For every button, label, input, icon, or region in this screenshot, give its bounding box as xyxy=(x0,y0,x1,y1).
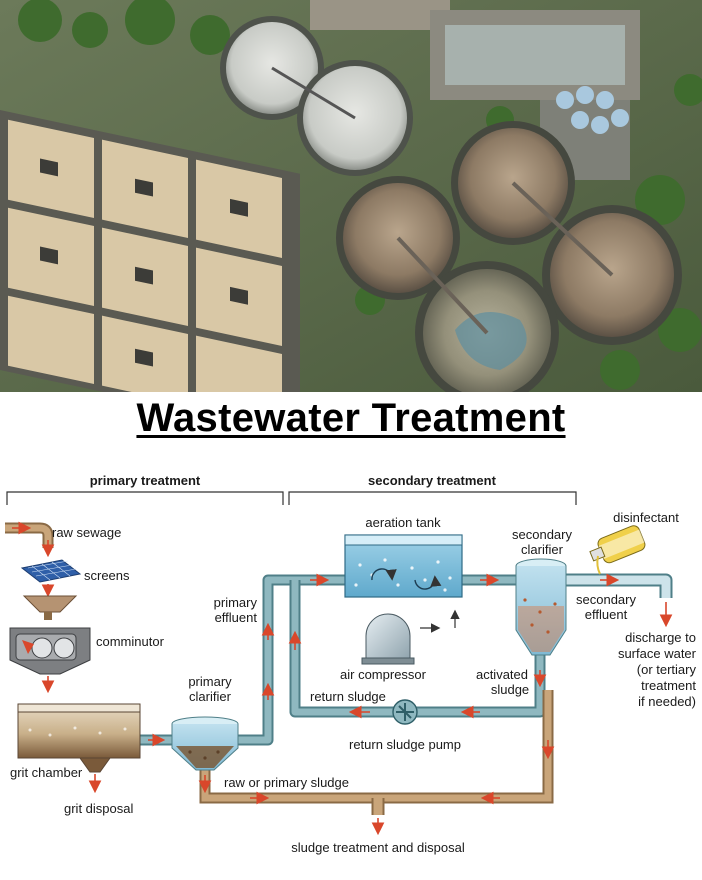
discharge-label-4: treatment xyxy=(641,678,696,693)
screens-label: screens xyxy=(84,568,130,583)
discharge-label-3: (or tertiary xyxy=(637,662,697,677)
page-title: Wastewater Treatment xyxy=(136,396,566,440)
discharge-label-1: discharge to xyxy=(625,630,696,645)
discharge-label-2: surface water xyxy=(618,646,697,661)
aeration-tank-label: aeration tank xyxy=(365,515,441,530)
secondary-effluent-label-1: secondary xyxy=(576,592,636,607)
air-compressor-unit xyxy=(361,609,460,665)
activated-sludge-label-2: sludge xyxy=(491,682,529,697)
grit-chamber-unit xyxy=(17,703,141,794)
secondary-clarifier-label-2: clarifier xyxy=(521,542,564,557)
primary-clarifier-label-1: primary xyxy=(188,674,232,689)
air-compressor-label: air compressor xyxy=(340,667,427,682)
disinfectant-bottle-icon xyxy=(589,525,646,575)
flow-arrows xyxy=(148,573,620,805)
disinfectant-label: disinfectant xyxy=(613,510,679,525)
treatment-process-diagram: primary treatment secondary treatment xyxy=(5,473,697,855)
raw-sewage-inlet xyxy=(5,521,55,558)
comminutor-unit xyxy=(9,627,91,694)
secondary-treatment-bracket xyxy=(288,491,577,505)
grit-disposal-label: grit disposal xyxy=(64,801,133,816)
primary-clarifier-unit xyxy=(171,716,239,771)
grit-chamber-label: grit chamber xyxy=(10,765,83,780)
primary-effluent-label-2: effluent xyxy=(215,610,258,625)
activated-sludge-label-1: activated xyxy=(476,667,528,682)
primary-treatment-header: primary treatment xyxy=(90,473,201,488)
raw-sewage-label: raw sewage xyxy=(52,525,121,540)
primary-effluent-label-1: primary xyxy=(214,595,258,610)
secondary-effluent-label-2: effluent xyxy=(585,607,628,622)
screens-unit xyxy=(20,559,82,620)
primary-clarifier-label-2: clarifier xyxy=(189,689,232,704)
comminutor-label: comminutor xyxy=(96,634,165,649)
secondary-clarifier-unit xyxy=(515,558,567,656)
secondary-treatment-header: secondary treatment xyxy=(368,473,497,488)
return-sludge-pump-unit xyxy=(392,699,418,725)
secondary-clarifier-label-1: secondary xyxy=(512,527,572,542)
primary-treatment-bracket xyxy=(6,491,284,505)
sludge-treatment-label: sludge treatment and disposal xyxy=(291,840,465,855)
aeration-tank-unit xyxy=(344,534,463,598)
aerial-treatment-plant-photo xyxy=(0,0,702,392)
return-sludge-label: return sludge xyxy=(310,689,386,704)
return-sludge-pump-label: return sludge pump xyxy=(349,737,461,752)
raw-or-primary-sludge-label: raw or primary sludge xyxy=(224,775,349,790)
discharge-label-5: if needed) xyxy=(638,694,696,709)
